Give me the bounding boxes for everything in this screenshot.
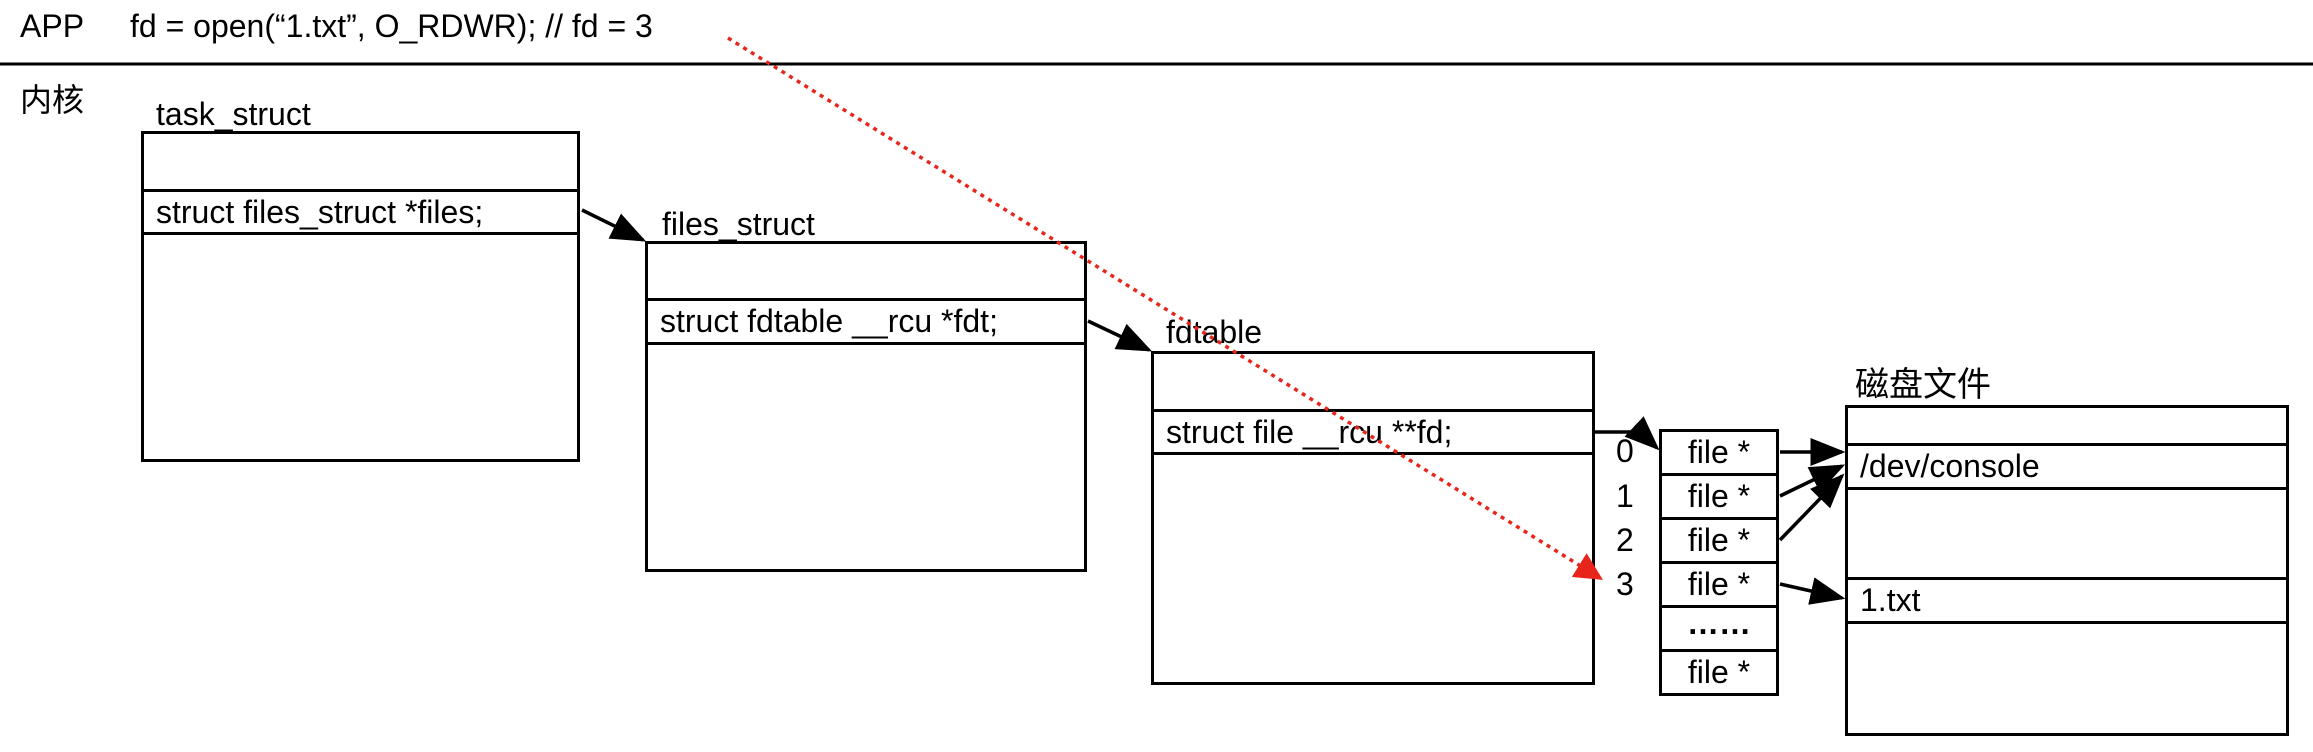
- files-struct-title: files_struct: [662, 206, 815, 242]
- task-struct-files-field: struct files_struct *files;: [144, 189, 577, 235]
- files-struct-box: struct fdtable __rcu *fdt;: [645, 241, 1087, 572]
- fd-index-1: 1: [1616, 478, 1634, 514]
- app-code: fd = open(“1.txt”, O_RDWR); // fd = 3: [130, 8, 653, 44]
- task-struct-box: struct files_struct *files;: [141, 131, 580, 462]
- fd-cell-ellipsis: ……: [1659, 605, 1779, 652]
- disk-files-box: /dev/console 1.txt: [1845, 405, 2289, 736]
- arrow-fd1-to-console: [1779, 464, 1846, 498]
- arrow-fdtable-to-fd-array: [1595, 416, 1660, 451]
- red-dotted-fd-arrow: [727, 36, 1603, 580]
- disk-files-title: 磁盘文件: [1855, 366, 1991, 404]
- arrow-fd2-to-console: [1778, 473, 1845, 542]
- files-struct-fdt-field: struct fdtable __rcu *fdt;: [648, 298, 1084, 345]
- app-label: APP: [20, 8, 85, 44]
- arrow-files-struct-to-fdtable: [1087, 319, 1153, 352]
- fdtable-fd-field: struct file __rcu **fd;: [1154, 409, 1592, 455]
- task-struct-title: task_struct: [156, 96, 311, 132]
- fd-index-3: 3: [1616, 566, 1634, 602]
- disk-file-1txt: 1.txt: [1848, 577, 2286, 624]
- fd-cell-5: file *: [1659, 649, 1779, 696]
- arrow-fd3-to-1txt: [1779, 577, 1846, 605]
- fd-index-2: 2: [1616, 522, 1634, 558]
- kernel-label: 内核: [20, 82, 85, 118]
- fd-cell-0: file *: [1659, 429, 1779, 476]
- fdtable-box: struct file __rcu **fd;: [1151, 351, 1595, 685]
- arrow-task-to-files-struct: [581, 208, 647, 242]
- disk-file-console: /dev/console: [1848, 443, 2286, 490]
